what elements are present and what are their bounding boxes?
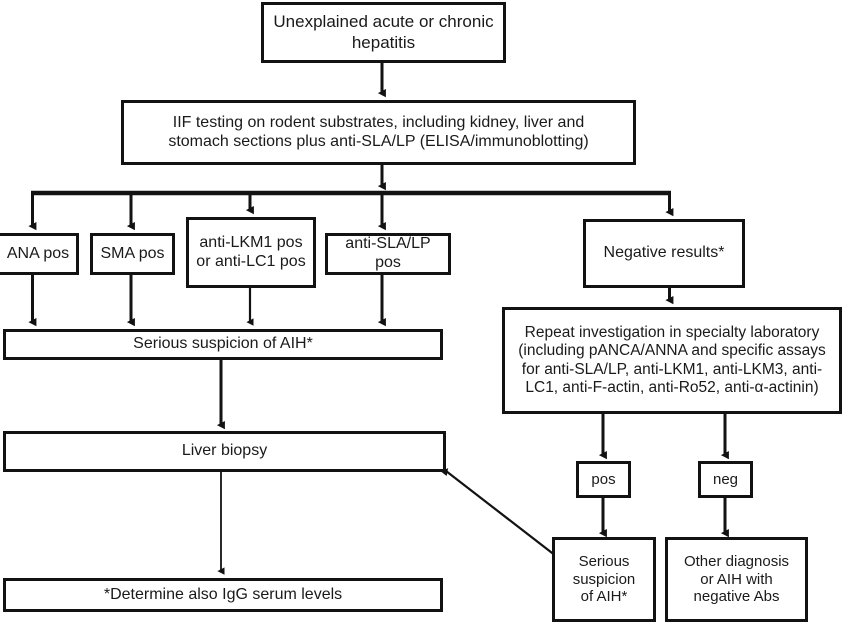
node-start[interactable]: Unexplained acute or chronic hepatitis — [261, 2, 506, 63]
node-repeat-investigation[interactable]: Repeat investigation in specialty labora… — [502, 307, 842, 414]
node-iif-testing[interactable]: IIF testing on rodent substrates, includ… — [121, 100, 636, 165]
node-lkm1-lc1-pos[interactable]: anti-LKM1 pos or anti-LC1 pos — [186, 217, 316, 288]
node-liver-biopsy-label: Liver biopsy — [181, 442, 268, 460]
node-sla-lp-pos-label: anti-SLA/LP pos — [345, 235, 431, 271]
node-negative-results[interactable]: Negative results* — [583, 219, 745, 288]
node-serious-suspicion-left-label: Serious suspicion of AIH* — [133, 335, 313, 353]
node-neg-label: neg — [712, 470, 739, 488]
node-serious-suspicion-right[interactable]: Serious suspicion of AIH* — [552, 537, 656, 622]
node-lkm1-lc1-pos-label: anti-LKM1 pos or anti-LC1 pos — [196, 233, 306, 270]
node-start-label: Unexplained acute or chronic hepatitis — [273, 12, 494, 52]
node-other-diagnosis[interactable]: Other diagnosis or AIH with negative Abs — [665, 537, 808, 622]
node-ana-pos-label: ANA pos — [6, 244, 70, 262]
node-negative-results-label: Negative results* — [603, 244, 725, 262]
node-igg-note-label: *Determine also IgG serum levels — [103, 585, 343, 603]
node-ana-pos[interactable]: ANA pos — [0, 233, 79, 275]
node-igg-note[interactable]: *Determine also IgG serum levels — [3, 578, 443, 612]
connector-suspicion-right-to-biopsy — [440, 468, 557, 557]
node-pos-label: pos — [591, 470, 616, 488]
node-repeat-investigation-label: Repeat investigation in specialty labora… — [518, 323, 826, 396]
node-sla-lp-pos[interactable]: anti-SLA/LP pos — [325, 233, 451, 275]
node-sma-pos-label: SMA pos — [100, 244, 165, 262]
node-liver-biopsy[interactable]: Liver biopsy — [3, 431, 446, 472]
node-other-diagnosis-label: Other diagnosis or AIH with negative Abs — [683, 552, 790, 606]
node-serious-suspicion-left[interactable]: Serious suspicion of AIH* — [3, 329, 443, 360]
node-pos[interactable]: pos — [576, 461, 631, 498]
node-iif-testing-label: IIF testing on rodent substrates, includ… — [168, 113, 589, 150]
node-sma-pos[interactable]: SMA pos — [90, 233, 175, 275]
node-neg[interactable]: neg — [698, 461, 753, 498]
node-serious-suspicion-right-label: Serious suspicion of AIH* — [572, 552, 636, 606]
